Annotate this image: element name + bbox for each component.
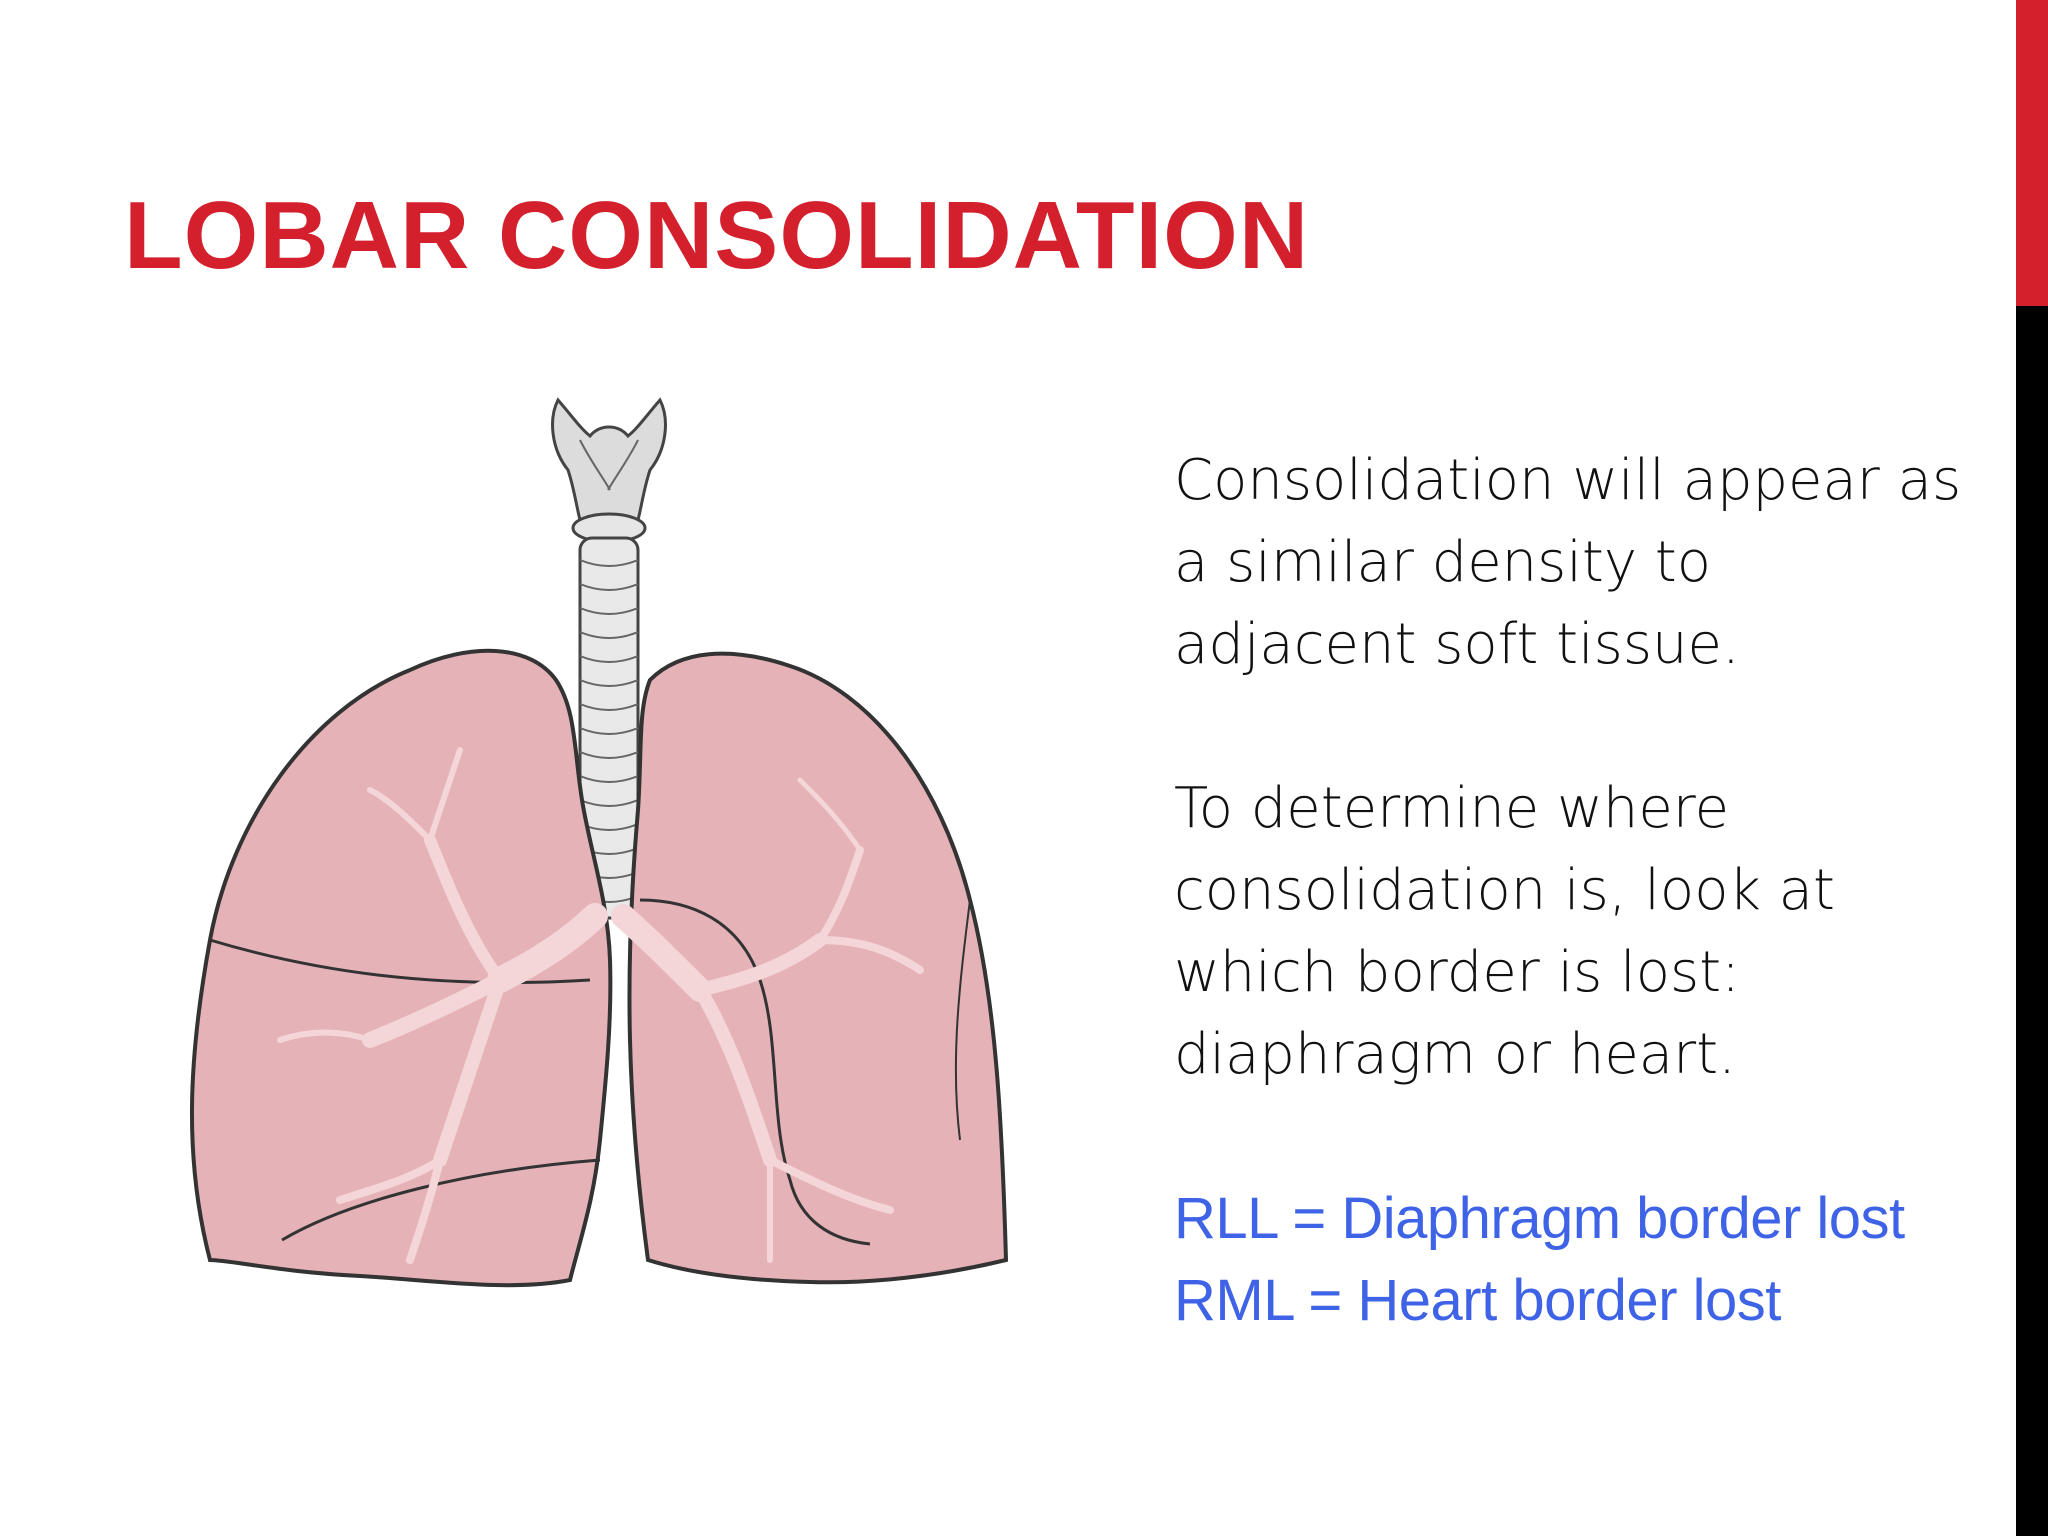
text-line: To determine where xyxy=(1174,776,1730,841)
text-line: which border is lost: xyxy=(1174,940,1740,1005)
text-line: consolidation is, look at xyxy=(1174,858,1835,923)
paragraph-border: To determine where consolidation is, loo… xyxy=(1174,768,1994,1096)
rml-rule: RML = Heart border lost xyxy=(1174,1268,1781,1333)
text-line: diaphragm or heart. xyxy=(1174,1022,1736,1087)
text-line: a similar density to xyxy=(1174,530,1712,595)
rll-rule: RLL = Diaphragm border lost xyxy=(1174,1186,1905,1251)
body-text: Consolidation will appear as a similar d… xyxy=(1174,440,1994,1342)
trachea xyxy=(578,536,640,920)
slide-title: LOBAR CONSOLIDATION xyxy=(124,182,1310,289)
paragraph-density: Consolidation will appear as a similar d… xyxy=(1174,440,1994,686)
text-line: adjacent soft tissue. xyxy=(1174,612,1740,677)
text-line: Consolidation will appear as xyxy=(1174,448,1962,513)
lungs-illustration xyxy=(189,397,1009,1288)
right-lung xyxy=(189,648,613,1288)
accent-bar-red xyxy=(2016,0,2048,306)
accent-bar-black xyxy=(2016,306,2048,1536)
bronchial-tree xyxy=(277,747,924,1264)
larynx xyxy=(551,397,667,544)
spacer xyxy=(1174,1096,1994,1178)
spacer xyxy=(1174,686,1994,768)
highlight-lines: RLL = Diaphragm border lost RML = Heart … xyxy=(1174,1178,1994,1342)
